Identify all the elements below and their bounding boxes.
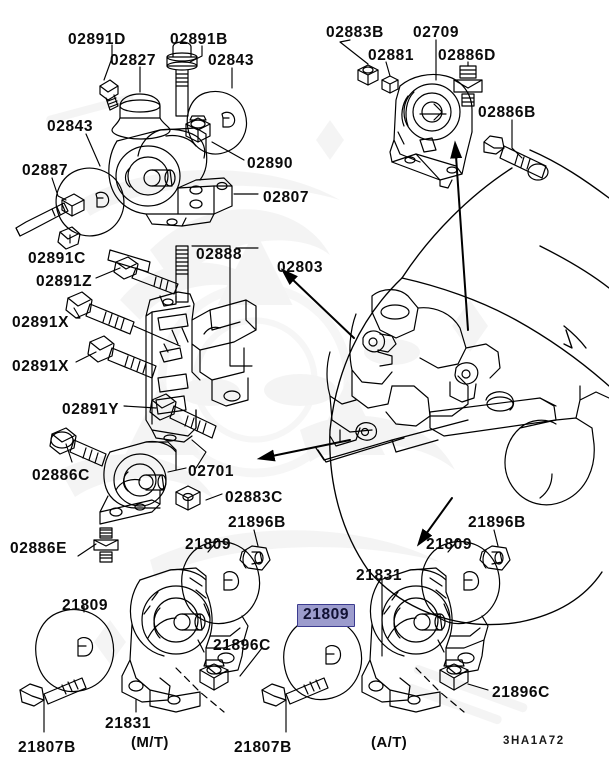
part-02891B bbox=[166, 41, 198, 117]
part-label-21807B2[interactable]: 21807B bbox=[234, 739, 292, 756]
part-label-02803[interactable]: 02803 bbox=[277, 259, 324, 276]
part-label-02701[interactable]: 02701 bbox=[188, 463, 235, 480]
transmission-label-at: (A/T) bbox=[371, 734, 408, 751]
part-02807 bbox=[108, 127, 233, 227]
at-mount-assembly bbox=[361, 567, 489, 713]
part-label-02886D[interactable]: 02886D bbox=[438, 47, 496, 64]
part-label-02843a[interactable]: 02843 bbox=[208, 52, 255, 69]
part-02891X-upper bbox=[65, 291, 181, 347]
part-label-02709[interactable]: 02709 bbox=[413, 24, 460, 41]
part-label-02883C[interactable]: 02883C bbox=[225, 489, 283, 506]
part-21807B-bolt-at bbox=[261, 677, 329, 707]
part-02803-bracket bbox=[145, 291, 257, 443]
part-label-02886E[interactable]: 02886E bbox=[10, 540, 68, 557]
part-label-21809c[interactable]: 21809 bbox=[62, 597, 109, 614]
part-label-21896B1[interactable]: 21896B bbox=[228, 514, 286, 531]
part-21809-washer-at-left bbox=[283, 616, 363, 701]
part-label-02891Y[interactable]: 02891Y bbox=[62, 401, 120, 418]
part-label-02827[interactable]: 02827 bbox=[110, 52, 157, 69]
part-02886C bbox=[49, 427, 107, 467]
part-21809-washer-at-right bbox=[421, 540, 501, 625]
part-02891Z bbox=[113, 256, 179, 295]
part-label-02888[interactable]: 02888 bbox=[196, 246, 243, 263]
part-label-02886C[interactable]: 02886C bbox=[32, 467, 90, 484]
part-label-02890[interactable]: 02890 bbox=[247, 155, 294, 172]
part-label-02887[interactable]: 02887 bbox=[22, 162, 69, 179]
part-02883B bbox=[357, 64, 379, 86]
part-21809-washer-mt-right bbox=[181, 540, 261, 625]
part-02843-washer-right bbox=[186, 91, 247, 155]
part-label-02891C[interactable]: 02891C bbox=[28, 250, 86, 267]
part-02881 bbox=[381, 75, 399, 94]
part-02709 bbox=[389, 73, 473, 189]
part-label-02843b[interactable]: 02843 bbox=[47, 118, 94, 135]
part-label-21809a[interactable]: 21809 bbox=[185, 536, 232, 553]
part-21896C-nut-mt bbox=[199, 659, 229, 691]
part-02886B bbox=[483, 135, 549, 181]
part-label-21831b[interactable]: 21831 bbox=[356, 567, 403, 584]
part-02827 bbox=[111, 93, 171, 140]
leader-lines bbox=[43, 39, 523, 733]
part-label-02891B[interactable]: 02891B bbox=[170, 31, 228, 48]
part-label-21809hl[interactable]: 21809 bbox=[297, 604, 356, 627]
part-02701 bbox=[99, 440, 177, 525]
part-label-02807[interactable]: 02807 bbox=[263, 189, 310, 206]
part-label-21807B1[interactable]: 21807B bbox=[18, 739, 76, 756]
part-02886E bbox=[93, 527, 119, 563]
part-label-02891X1[interactable]: 02891X bbox=[12, 314, 70, 331]
part-02886D bbox=[453, 65, 483, 107]
part-label-02886B[interactable]: 02886B bbox=[478, 104, 536, 121]
part-label-02891D[interactable]: 02891D bbox=[68, 31, 126, 48]
part-label-02891Z[interactable]: 02891Z bbox=[36, 273, 93, 290]
part-label-21831a[interactable]: 21831 bbox=[105, 715, 152, 732]
part-21809-washer-mt-left bbox=[35, 608, 115, 693]
diagram-code: 3HA1A72 bbox=[503, 735, 565, 747]
part-label-21809b[interactable]: 21809 bbox=[426, 536, 473, 553]
part-02891D bbox=[99, 79, 119, 111]
part-02891Y bbox=[149, 393, 217, 439]
part-21896B-nut-at bbox=[479, 545, 511, 571]
part-21896B-nut-mt bbox=[239, 545, 271, 571]
engine-assembly-sketch bbox=[315, 289, 609, 506]
part-label-02881[interactable]: 02881 bbox=[368, 47, 415, 64]
part-02887 bbox=[15, 193, 85, 237]
part-label-02891X2[interactable]: 02891X bbox=[12, 358, 70, 375]
part-02891X-lower bbox=[87, 335, 157, 379]
part-02890 bbox=[185, 115, 211, 143]
part-label-21896B2[interactable]: 21896B bbox=[468, 514, 526, 531]
part-02888 bbox=[175, 245, 189, 303]
part-label-21896C2[interactable]: 21896C bbox=[492, 684, 550, 701]
transmission-label-mt: (M/T) bbox=[131, 734, 169, 751]
part-label-02883B[interactable]: 02883B bbox=[326, 24, 384, 41]
part-21807B-bolt-mt bbox=[19, 677, 87, 707]
callout-arrows bbox=[256, 140, 469, 547]
part-21896C-nut-at bbox=[439, 659, 469, 691]
part-label-21896C1[interactable]: 21896C bbox=[213, 637, 271, 654]
vehicle-body-outline bbox=[329, 149, 609, 626]
part-02883C bbox=[175, 485, 201, 511]
